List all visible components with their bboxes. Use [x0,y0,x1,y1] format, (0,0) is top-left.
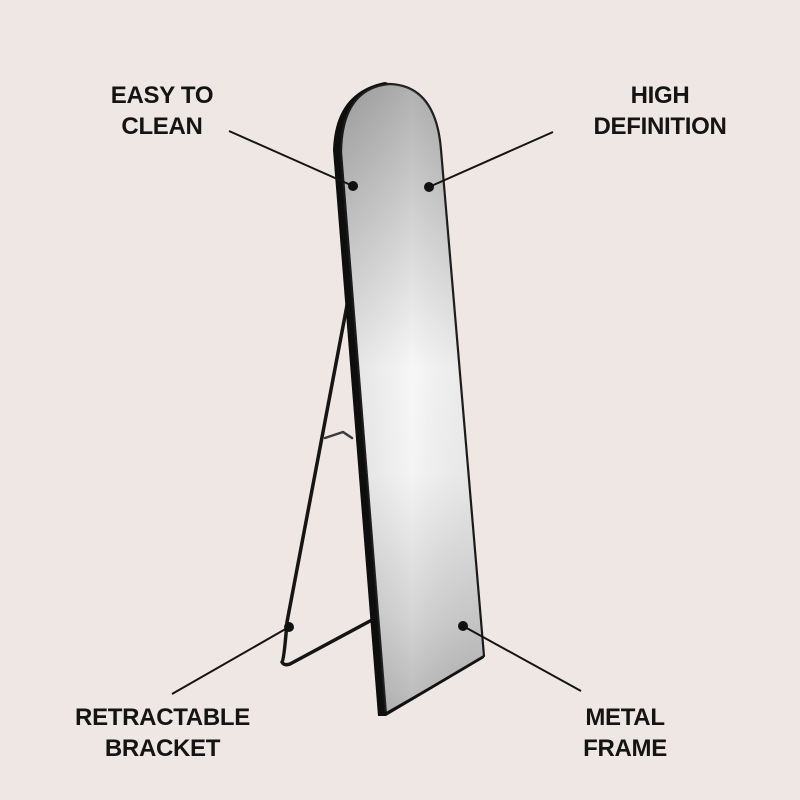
retractable-bracket-stand [280,298,372,667]
callout-line: DEFINITION [593,113,727,140]
callout-line: RETRACTABLE [75,704,250,731]
callout-high-definition: HIGH DEFINITION [570,80,750,142]
callout-metal-frame: METAL FRAME [560,702,690,764]
callout-line: EASY TO [110,82,214,109]
callout-line: CLEAN [121,113,203,140]
callout-easy-to-clean: EASY TO CLEAN [92,80,232,142]
callout-line: BRACKET [104,735,221,762]
callout-pointers [171,130,582,695]
callout-retractable-bracket: RETRACTABLE BRACKET [55,702,270,764]
callout-line: FRAME [583,735,667,762]
callout-line: METAL [585,704,665,731]
callout-line: HIGH [630,82,690,109]
